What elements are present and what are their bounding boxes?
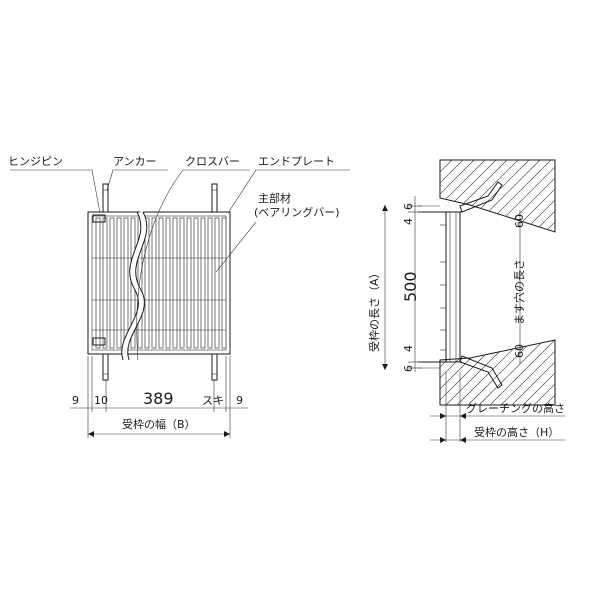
- hatch-line: [556, 160, 600, 232]
- dim-top-inner: 4: [402, 218, 415, 225]
- hatch-line: [489, 160, 555, 232]
- break-line: [127, 211, 148, 361]
- anchor-bottom-right: [211, 353, 218, 381]
- bearing-bar: [102, 217, 108, 349]
- hatch-line: [467, 160, 541, 232]
- dim-grating-width: 389: [143, 389, 174, 408]
- hatch-line: [544, 340, 555, 405]
- bearing-bar: [165, 217, 171, 349]
- hinge-plate: [92, 337, 106, 346]
- hole-length-label: ます穴の長さ: [512, 259, 526, 325]
- bearing-bar: [172, 217, 178, 349]
- bearing-bar: [179, 217, 185, 349]
- dim-top-offset: 6: [402, 203, 415, 210]
- hinge-pin-label: ヒンジピン: [8, 155, 63, 168]
- dim-left-gap: 9: [72, 394, 79, 407]
- hatch-line: [500, 340, 555, 405]
- hatch-line: [567, 340, 600, 405]
- grating-section: [445, 211, 461, 363]
- bearing-bar: [144, 217, 150, 349]
- hatch-line: [440, 340, 490, 405]
- section-dimensions: 受枠の長さ（A） 6 4 500 4 6 60 ます穴の長さ 60 グレーチング…: [367, 196, 565, 443]
- dim-clearance: スキ: [202, 394, 224, 407]
- hatch-line: [467, 340, 534, 405]
- frame-width-label: 受枠の幅（B）: [122, 417, 196, 431]
- bearing-bar: [207, 217, 213, 349]
- bearing-bar: [123, 217, 129, 349]
- cross-bar-leader: [136, 169, 184, 361]
- hatch-line: [500, 160, 555, 232]
- hatch-line: [440, 160, 475, 232]
- bearing-bar: [200, 217, 206, 349]
- frame-length-label: 受枠の長さ（A）: [367, 267, 381, 352]
- bearing-bar: [109, 217, 115, 349]
- hatch-line: [567, 160, 600, 232]
- plan-dimensions: 9 10 389 スキ 9 受枠の幅（B）: [70, 356, 248, 438]
- frame-outline: [87, 211, 231, 355]
- bearing-bar: [95, 217, 101, 349]
- hatch-line: [533, 340, 555, 405]
- hatch-line: [440, 160, 464, 232]
- hinge-plate: [92, 214, 106, 223]
- anchor-top-left: [102, 183, 109, 213]
- hatch-line: [456, 340, 523, 405]
- grating-height-label: グレーチングの高さ: [466, 401, 565, 415]
- hatch-line: [440, 160, 453, 232]
- hatch-line: [511, 340, 555, 405]
- anchor-label: アンカー: [113, 155, 157, 168]
- hatch-line: [544, 160, 555, 232]
- hatch-line: [578, 160, 600, 232]
- hatch-line: [478, 340, 545, 405]
- dim-bottom-inner: 4: [402, 345, 415, 352]
- hatch-line: [489, 340, 555, 405]
- dim-bottom-depth: 60: [513, 344, 526, 358]
- bearing-bar: [186, 217, 192, 349]
- break-line-mask: [121, 210, 147, 361]
- hatch-line: [522, 160, 555, 232]
- anchor-top-right: [211, 183, 218, 213]
- concrete-bottom: [439, 339, 556, 406]
- dim-section-length: 500: [401, 271, 420, 302]
- main-member-label: 主部材: [258, 191, 291, 205]
- hatch-line: [511, 160, 555, 232]
- anchor-bottom-left: [102, 353, 109, 381]
- dim-bottom-offset: 6: [402, 365, 415, 372]
- grating-plan-view: [87, 183, 231, 381]
- dim-top-depth: 60: [513, 214, 526, 228]
- leader-labels: ヒンジピン アンカー クロスバー エンドプレート 主部材 (ベアリングバー): [8, 155, 350, 361]
- hatch-line: [445, 160, 519, 232]
- bearing-bar: [151, 217, 157, 349]
- concrete-top: [439, 159, 556, 233]
- hatch-line: [533, 160, 555, 232]
- bearing-bar: [221, 217, 227, 349]
- anchor-section-bottom: [459, 355, 503, 389]
- bearing-bar: [116, 217, 122, 349]
- bearing-bar: [158, 217, 164, 349]
- bearing-bar: [193, 217, 199, 349]
- hatch-line: [556, 340, 600, 405]
- dim-right-gap: 9: [236, 394, 243, 407]
- frame-height-label: 受枠の高さ（H）: [474, 425, 559, 439]
- hatch-line: [578, 340, 600, 405]
- hatch-line: [440, 160, 486, 232]
- dim-left-inner: 10: [94, 394, 108, 407]
- break-line: [121, 211, 142, 361]
- bearing-bars: [95, 217, 227, 349]
- hatch-line: [522, 340, 555, 405]
- main-member-sub-label: (ベアリングバー): [254, 205, 340, 219]
- hatch-line: [440, 160, 497, 232]
- cross-bar-label: クロスバー: [185, 155, 240, 168]
- bearing-bar: [214, 217, 220, 349]
- end-plate-label: エンドプレート: [258, 155, 335, 168]
